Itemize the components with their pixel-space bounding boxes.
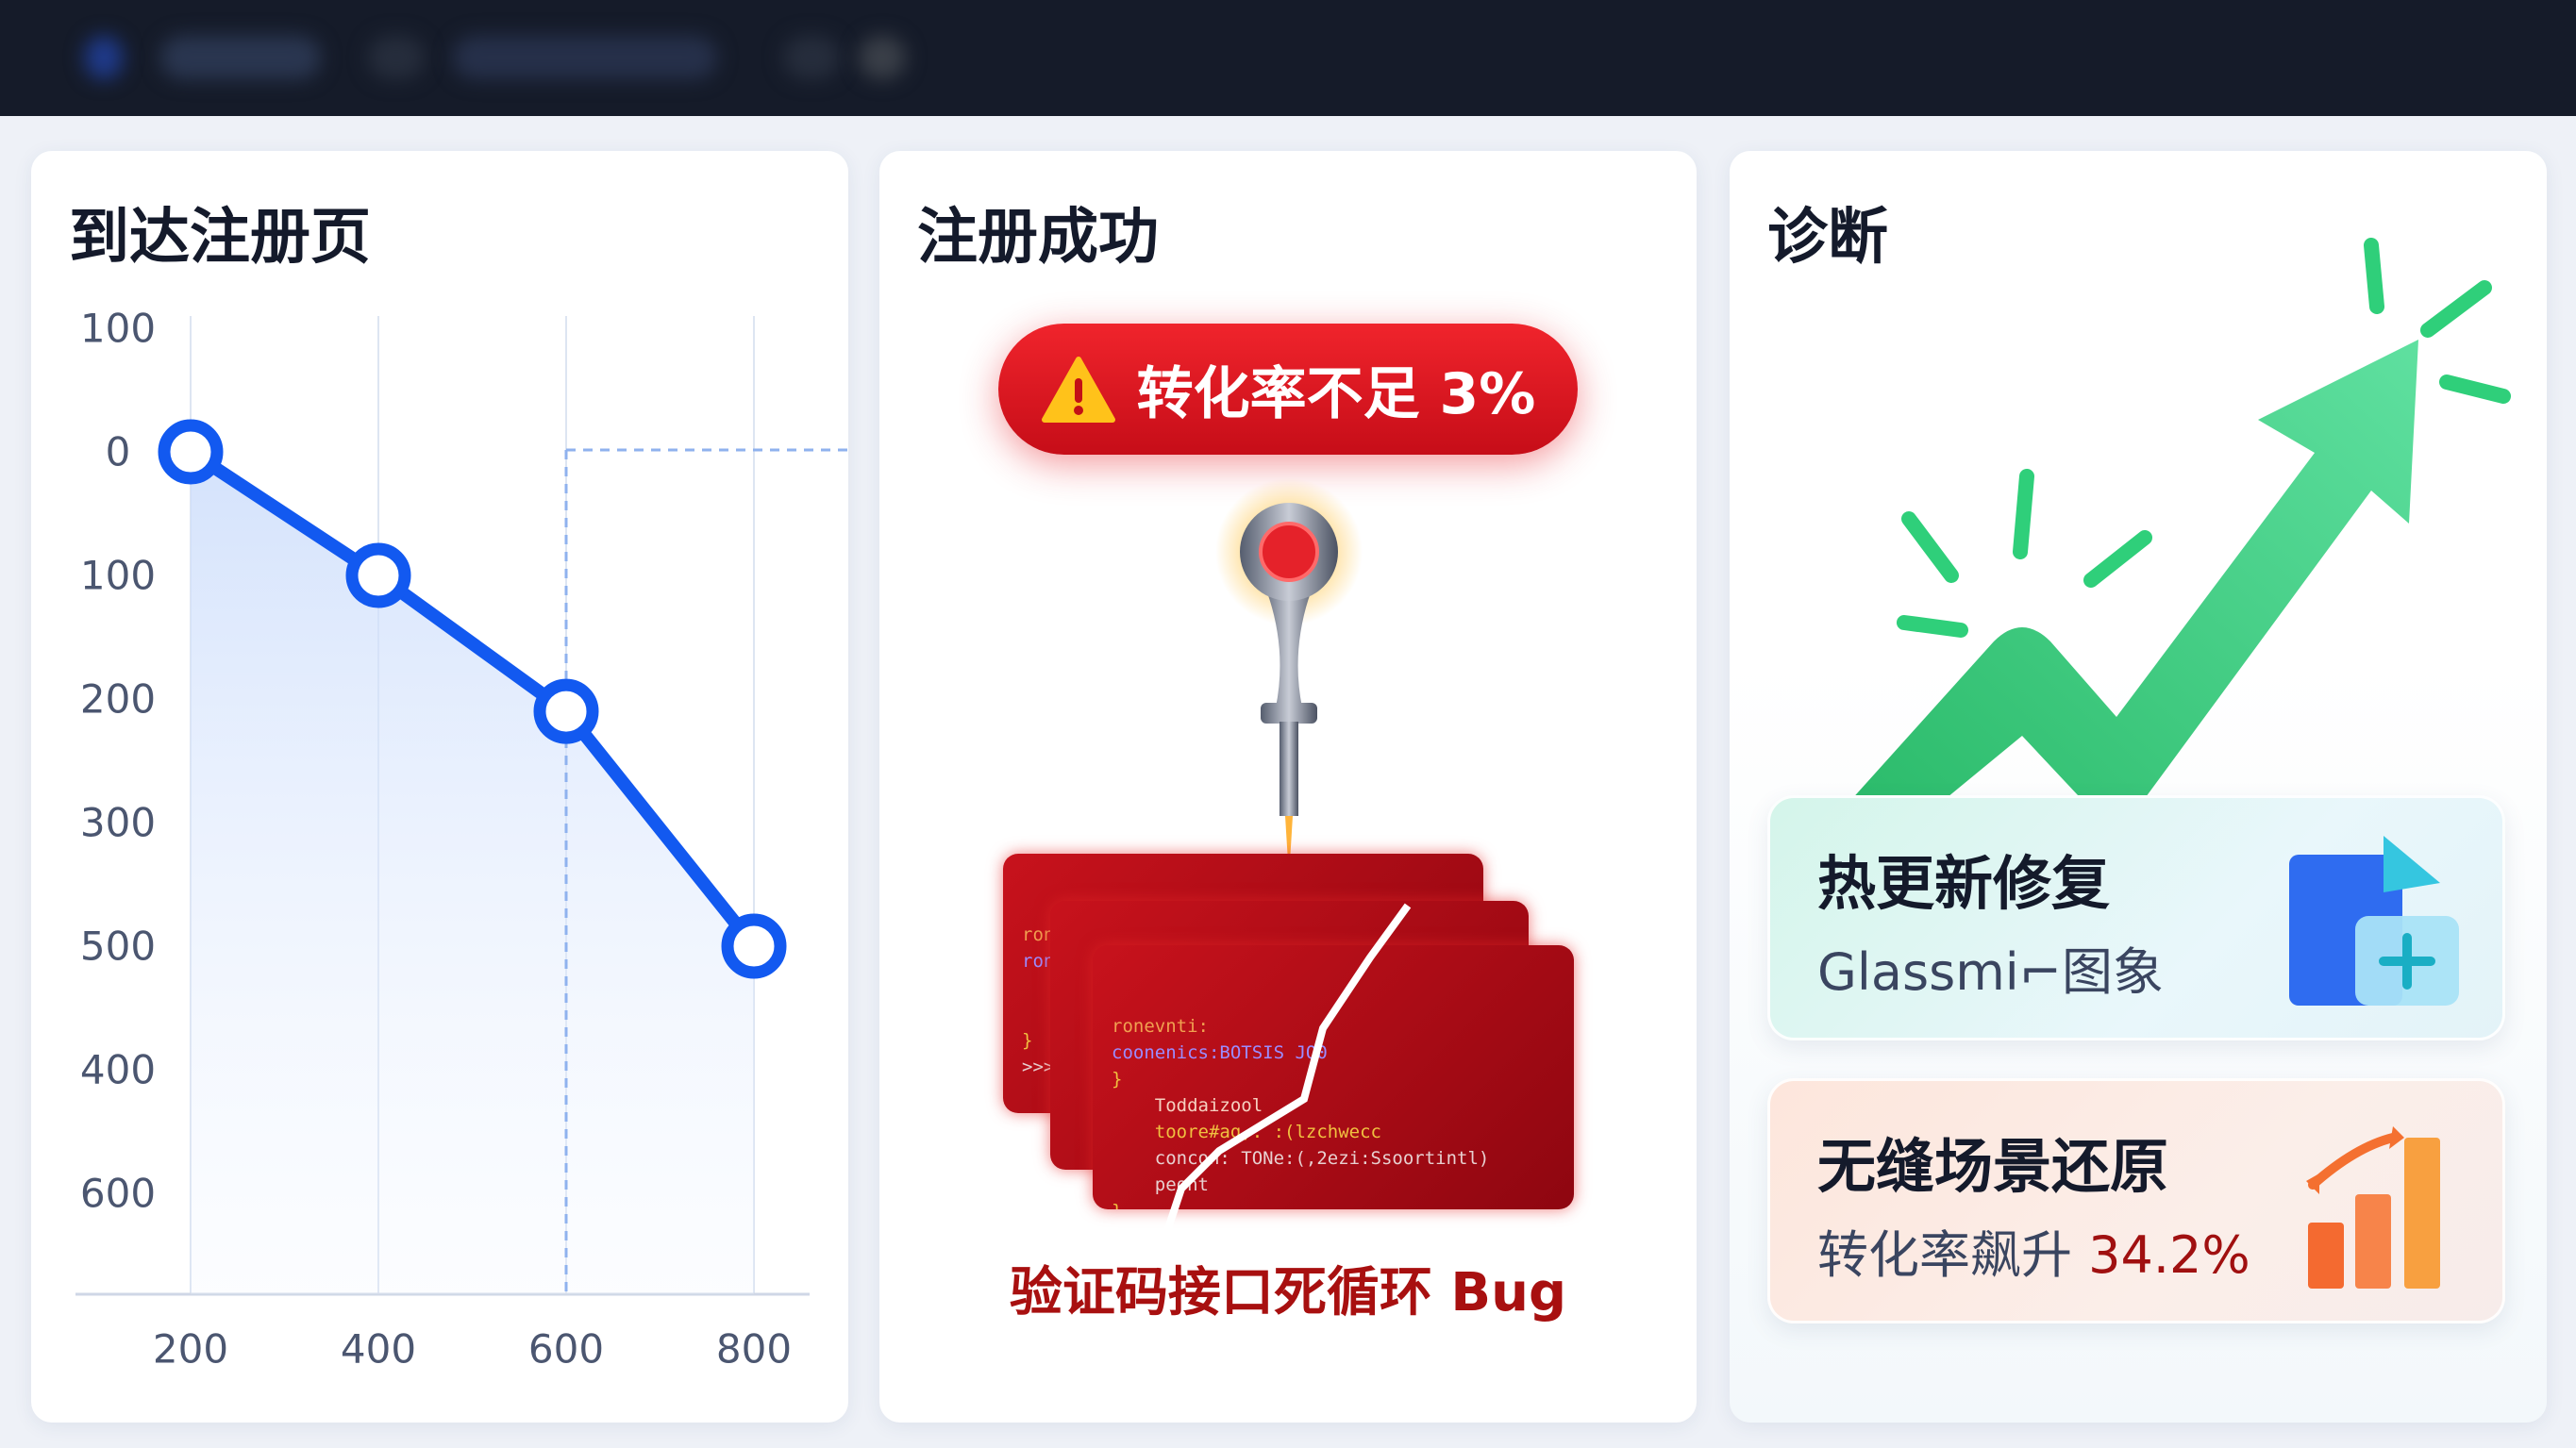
x-tick-label: 200 xyxy=(152,1325,229,1373)
bar-growth-icon xyxy=(2306,1126,2440,1289)
card-subtitle: Glassmi⌐图象 xyxy=(1817,942,2165,1002)
y-tick-label: 100 xyxy=(79,305,157,352)
code-line: } xyxy=(1022,1030,1033,1051)
hotfix-card[interactable]: 热更新修复 Glassmi⌐图象 xyxy=(1767,795,2505,1040)
alert-badge: 转化率不足 3% xyxy=(998,324,1578,455)
data-point xyxy=(345,542,411,608)
code-line: toore#ag,: :(lzchwecc xyxy=(1112,1122,1381,1142)
conversion-value: 34.2% xyxy=(2088,1225,2250,1285)
line-chart xyxy=(75,316,848,1296)
alert-text: 转化率不足 3% xyxy=(1136,361,1536,427)
panel-title: 到达注册页 xyxy=(69,203,371,273)
card-subtitle: 转化率飙升 34.2% xyxy=(1817,1213,2250,1288)
code-line: } xyxy=(1112,1198,1555,1209)
x-tick-label: 800 xyxy=(715,1325,793,1373)
x-tick-label: 400 xyxy=(340,1325,417,1373)
subtitle-text: 转化率飙升 xyxy=(1817,1225,2072,1285)
code-line: peont xyxy=(1112,1174,1209,1195)
logo-icon xyxy=(85,36,123,79)
panel-title: 诊断 xyxy=(1767,203,1888,273)
code-line: Toddaizool xyxy=(1112,1095,1263,1116)
success-panel: 注册成功 转化率不足 3% ronevati:ronenaeio:aoT5 v … xyxy=(879,151,1697,1423)
nav-item[interactable] xyxy=(160,36,321,79)
diagnosis-panel: 诊断 热更新修复 Glassmi⌐图象 无缝场景还原 转化率飙升 34.2% xyxy=(1730,151,2547,1423)
warning-icon xyxy=(1041,356,1115,423)
nav-item[interactable] xyxy=(453,36,717,79)
panel-title: 注册成功 xyxy=(917,203,1159,273)
y-tick-label: 500 xyxy=(79,923,157,970)
nav-item[interactable] xyxy=(368,36,425,79)
data-point xyxy=(721,913,787,979)
y-tick-label: 100 xyxy=(79,552,157,599)
bug-caption: 验证码接口死循环 Bug xyxy=(1009,1262,1567,1323)
code-card-front: ronevnti: coonenics:BOTSIS JO0} Toddaizoo… xyxy=(1093,945,1574,1209)
growth-arrow-icon xyxy=(1824,238,2511,868)
code-line: >>> xyxy=(1022,1057,1055,1077)
file-add-icon xyxy=(2289,836,2459,1006)
card-title: 热更新修复 xyxy=(1817,849,2111,918)
nav-item[interactable] xyxy=(783,36,840,79)
y-tick-label: 600 xyxy=(79,1170,157,1217)
data-point xyxy=(533,678,599,744)
user-icon[interactable] xyxy=(859,36,906,79)
x-tick-label: 600 xyxy=(527,1325,605,1373)
y-tick-label: 300 xyxy=(79,799,157,846)
area-fill xyxy=(191,452,754,1294)
code-line: ronevnti: xyxy=(1112,1016,1209,1037)
code-line: } xyxy=(1112,1069,1123,1090)
y-tick-label: 400 xyxy=(79,1046,157,1093)
funnel-panel: 到达注册页 100 0 100 200 300 500 400 600 200 400 600 800 xyxy=(31,151,848,1423)
top-bar xyxy=(0,0,2576,116)
y-tick-label: 0 xyxy=(105,428,131,475)
y-tick-label: 200 xyxy=(79,675,157,723)
data-point xyxy=(158,419,224,485)
series-line xyxy=(187,446,760,951)
card-title: 无缝场景还原 xyxy=(1817,1132,2169,1201)
code-line: coonenics:BOTSIS JO0 xyxy=(1112,1042,1328,1063)
code-line: concon: TONe:(,2ezi:Ssoortintl) xyxy=(1112,1148,1490,1169)
scene-restore-card[interactable]: 无缝场景还原 转化率飙升 34.2% xyxy=(1767,1078,2505,1323)
